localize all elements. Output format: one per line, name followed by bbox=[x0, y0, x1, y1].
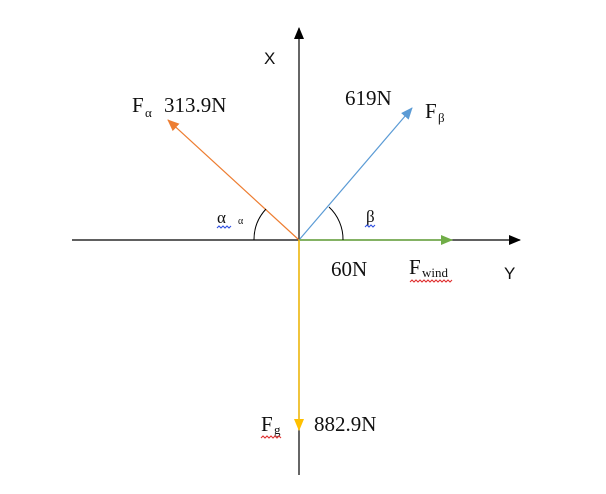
f-alpha-subscript: α bbox=[145, 105, 152, 120]
f-wind-subscript: wind bbox=[422, 265, 449, 280]
f-g-spellcheck-underline bbox=[260, 435, 282, 439]
beta-spellcheck-underline bbox=[364, 224, 376, 228]
f-beta-magnitude: 619N bbox=[345, 86, 392, 110]
alpha-angle-subscript: α bbox=[238, 216, 244, 227]
x-axis-label: X bbox=[264, 49, 275, 68]
beta-angle-symbol: β bbox=[366, 207, 375, 226]
f-g-magnitude: 882.9N bbox=[314, 412, 376, 436]
y-axis-label: Y bbox=[504, 264, 515, 283]
beta-angle-arc bbox=[328, 206, 344, 241]
alpha-angle-arc bbox=[253, 208, 267, 241]
f-alpha-magnitude: 313.9N bbox=[164, 93, 226, 117]
f-wind-magnitude: 60N bbox=[331, 257, 367, 281]
f-beta-subscript: β bbox=[438, 110, 445, 125]
f-g-symbol: F bbox=[261, 412, 273, 436]
f-wind-symbol: F bbox=[409, 255, 421, 279]
f-beta-vector bbox=[298, 107, 413, 241]
f-alpha-symbol: F bbox=[132, 93, 144, 117]
f-g-subscript: g bbox=[274, 422, 281, 437]
alpha-angle-symbol: α bbox=[217, 208, 226, 227]
f-wind-spellcheck-underline bbox=[409, 279, 453, 283]
alpha-spellcheck-underline bbox=[216, 225, 232, 229]
f-beta-symbol: F bbox=[425, 99, 437, 123]
f-alpha-vector bbox=[167, 119, 300, 241]
